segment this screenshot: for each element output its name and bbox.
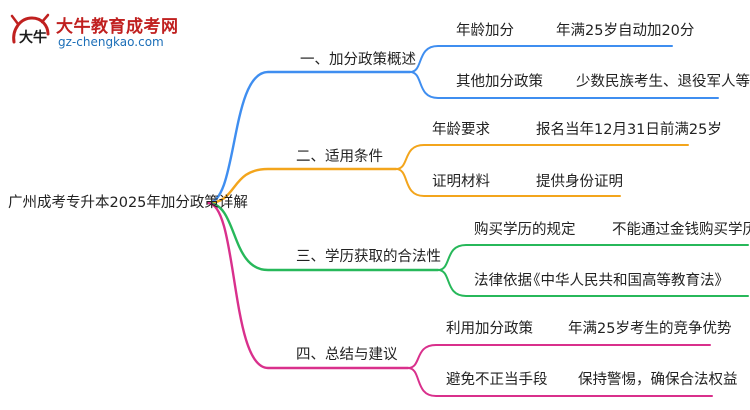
leaf-value-3-2: 《中华人民共和国高等教育法》 <box>526 273 729 289</box>
leaf-connector-3-2 <box>437 269 749 297</box>
leaf-connector-1-2 <box>409 71 719 99</box>
leaf-value-1-1: 年满25岁自动加20分 <box>556 23 695 39</box>
leaf-key-2-2: 证明材料 <box>432 174 490 190</box>
bull-logo-icon: 大牛 <box>10 13 50 46</box>
logo-url: gz-chengkao.com <box>58 35 164 49</box>
leaf-value-2-1: 报名当年12月31日前满25岁 <box>536 122 722 138</box>
root-topic: 广州成考专升本2025年加分政策详解 <box>8 195 248 211</box>
branch-connector-1 <box>206 70 412 205</box>
leaf-key-3-1: 购买学历的规定 <box>474 222 576 238</box>
leaf-value-1-2: 少数民族考生、退役军人等 <box>576 74 750 90</box>
leaf-connector-4-1 <box>407 344 711 369</box>
branch-label-1: 一、加分政策概述 <box>300 52 416 68</box>
leaf-connector-1-1 <box>409 45 673 73</box>
leaf-key-4-1: 利用加分政策 <box>446 321 533 337</box>
leaf-key-1-1: 年龄加分 <box>456 23 514 39</box>
branch-label-2: 二、适用条件 <box>296 149 383 165</box>
leaf-connector-4-2 <box>407 367 713 397</box>
leaf-connector-2-2 <box>395 168 621 197</box>
leaf-value-3-1: 不能通过金钱购买学历 <box>612 222 750 238</box>
logo-title: 大牛教育成考网 <box>56 17 179 37</box>
site-logo[interactable]: 大牛 大牛教育成考网 gz-chengkao.com <box>8 10 178 54</box>
leaf-value-2-2: 提供身份证明 <box>536 174 623 190</box>
leaf-key-3-2: 法律依据 <box>474 273 532 289</box>
leaf-key-2-1: 年龄要求 <box>432 122 490 138</box>
branch-connector-4 <box>206 201 410 370</box>
branch-label-3: 三、学历获取的合法性 <box>296 249 441 265</box>
branch-connector-3 <box>206 201 440 272</box>
leaf-connector-3-1 <box>437 244 749 271</box>
leaf-connector-2-1 <box>395 144 689 170</box>
branch-label-4: 四、总结与建议 <box>296 347 398 363</box>
leaf-key-4-2: 避免不正当手段 <box>446 372 548 388</box>
branch-connector-2 <box>206 167 398 205</box>
leaf-value-4-2: 保持警惕，确保合法权益 <box>578 372 738 388</box>
logo-mark-text: 大牛 <box>19 29 47 46</box>
leaf-value-4-1: 年满25岁考生的竞争优势 <box>568 321 732 337</box>
leaf-key-1-2: 其他加分政策 <box>456 74 543 90</box>
